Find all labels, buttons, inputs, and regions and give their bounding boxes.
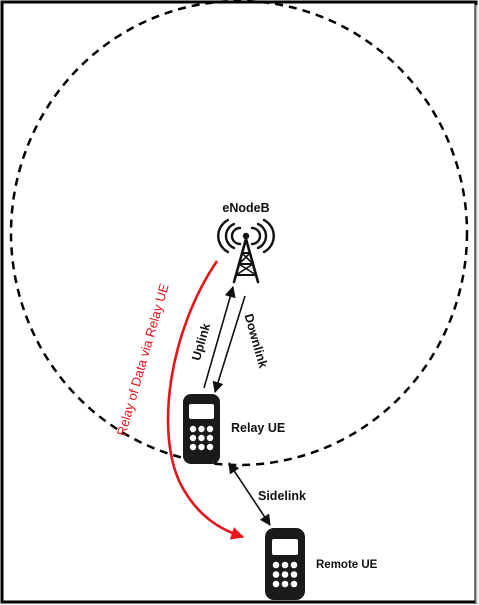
sidelink-arrow xyxy=(228,462,271,526)
relay-path-arrow xyxy=(166,260,245,540)
remote-ue-phone-icon xyxy=(265,528,305,600)
enodeb-label: eNodeB xyxy=(222,201,269,215)
uplink-arrow xyxy=(203,285,236,389)
relay-ue-phone-icon xyxy=(183,394,220,464)
relay-ue-label: Relay UE xyxy=(231,421,285,435)
cell-tower-icon xyxy=(217,218,275,284)
downlink-arrow xyxy=(212,295,246,394)
remote-ue-label: Remote UE xyxy=(316,559,378,571)
coverage-area-circle xyxy=(9,0,469,467)
sidelink-label: Sidelink xyxy=(258,489,306,503)
